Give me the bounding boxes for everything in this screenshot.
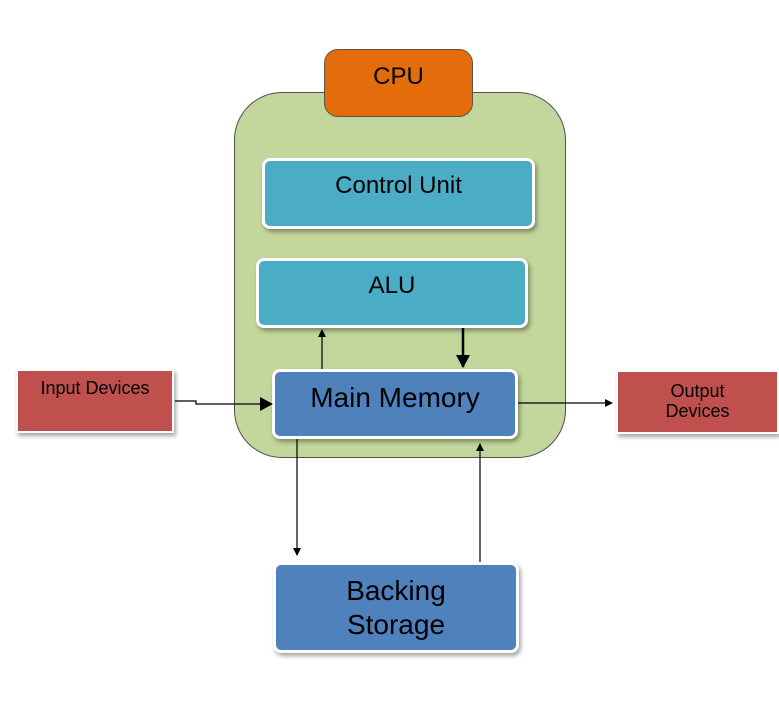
cpu-label-box: CPU [324,49,473,117]
input-devices-label: Input Devices [40,378,150,398]
control-unit-box: Control Unit [262,158,535,229]
output-devices-label: Output Devices [665,381,730,421]
alu-box: ALU [256,258,528,328]
backing-storage-label: Backing Storage [346,574,446,640]
edge-input-to-memory [175,397,273,411]
backing-storage-box: Backing Storage [273,562,519,653]
cpu-label: CPU [373,62,424,90]
input-devices-box: Input Devices [16,369,174,433]
alu-label: ALU [368,271,416,299]
output-devices-box: Output Devices [616,370,779,434]
control-unit-label: Control Unit [335,172,462,200]
main-memory-label: Main Memory [310,381,480,413]
main-memory-box: Main Memory [272,369,518,439]
